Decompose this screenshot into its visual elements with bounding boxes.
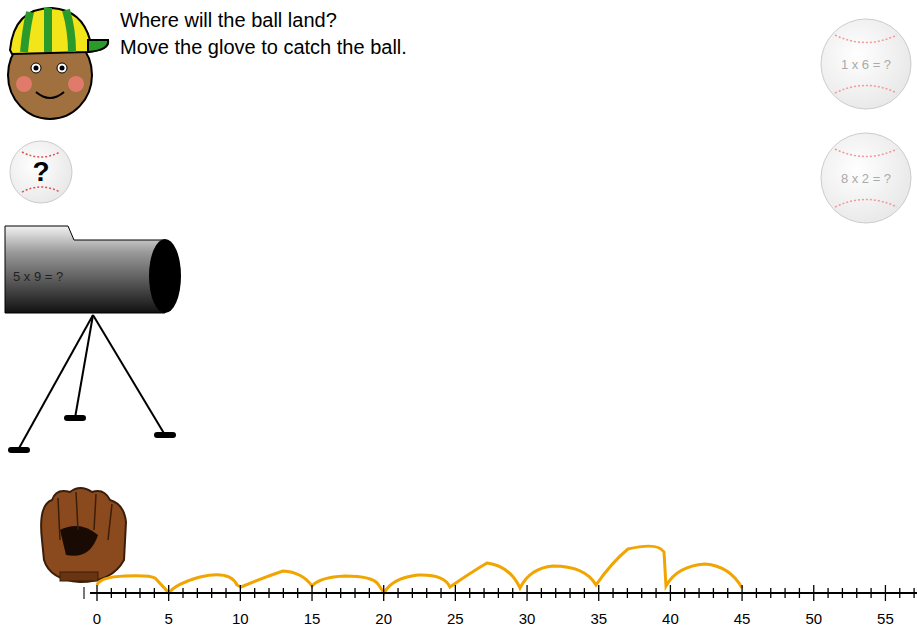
tick-mark [254, 588, 255, 598]
tick-mark [842, 588, 843, 598]
tick-mark [211, 588, 212, 598]
tick-mark [727, 588, 728, 598]
tick-mark [469, 588, 470, 598]
tick-mark [612, 588, 613, 598]
tick-mark [627, 588, 628, 598]
axis-number: 35 [590, 610, 607, 627]
axis-number: 50 [805, 610, 822, 627]
tick-mark [440, 588, 441, 598]
tick-mark [225, 588, 226, 598]
tick-mark [268, 588, 269, 598]
tick-mark [555, 588, 556, 598]
tick-mark [297, 588, 298, 598]
axis-number: 0 [93, 610, 101, 627]
tick-mark [741, 585, 742, 601]
axis-number: 20 [375, 610, 392, 627]
tick-mark [412, 588, 413, 598]
tick-mark [111, 588, 112, 598]
problem-text: 8 x 2 = ? [841, 171, 891, 186]
baseball-unknown: ? [10, 141, 72, 203]
baseball-problem: 1 x 6 = ? [821, 19, 911, 109]
cannon-problem: 5 x 9 = ? [5, 240, 165, 313]
tick-mark [698, 588, 699, 598]
baseball-problem: 8 x 2 = ? [821, 133, 911, 223]
tick-mark [670, 585, 671, 601]
tick-mark [856, 588, 857, 598]
instruction-title: Where will the ball land? [120, 9, 337, 32]
tick-mark [813, 585, 814, 601]
tick-mark [784, 588, 785, 598]
baseball-glove [41, 488, 126, 582]
axis-number: 25 [447, 610, 464, 627]
tick-mark [584, 588, 585, 598]
axis-number: 10 [232, 610, 249, 627]
tick-mark [713, 588, 714, 598]
tick-mark [96, 585, 97, 601]
tick-mark [569, 588, 570, 598]
tick-mark [182, 588, 183, 598]
axis-number: 45 [734, 610, 751, 627]
axis-number: 30 [519, 610, 536, 627]
tick-mark [526, 585, 527, 601]
tick-mark [125, 588, 126, 598]
tick-mark [684, 588, 685, 598]
tick-mark [756, 588, 757, 598]
tick-mark [885, 585, 886, 601]
tick-mark [455, 585, 456, 601]
tick-mark [483, 588, 484, 598]
tick-mark [240, 585, 241, 601]
tick-mark [498, 588, 499, 598]
tick-mark [870, 588, 871, 598]
tick-mark [168, 585, 169, 601]
boy-face [8, 8, 108, 119]
cannon [5, 226, 181, 453]
tick-mark [369, 588, 370, 598]
instruction-text: Move the glove to catch the ball. [120, 36, 407, 59]
tick-mark [197, 588, 198, 598]
jump-arcs [97, 546, 742, 593]
tick-mark [913, 588, 914, 598]
tick-mark [799, 588, 800, 598]
tick-mark [770, 588, 771, 598]
axis-number: 55 [877, 610, 894, 627]
tick-mark [899, 588, 900, 598]
tick-mark [641, 588, 642, 598]
tick-mark [426, 588, 427, 598]
tick-mark [827, 588, 828, 598]
problem-text: ? [32, 156, 49, 188]
tick-mark [598, 585, 599, 601]
tick-mark [326, 588, 327, 598]
tick-mark [311, 585, 312, 601]
tick-mark [383, 585, 384, 601]
axis-number: 40 [662, 610, 679, 627]
problem-text: 1 x 6 = ? [841, 57, 891, 72]
tick-mark [397, 588, 398, 598]
tick-mark [340, 588, 341, 598]
tick-mark [154, 588, 155, 598]
tick-mark [655, 588, 656, 598]
tick-mark [512, 588, 513, 598]
tick-mark [139, 588, 140, 598]
tick-mark [354, 588, 355, 598]
baseballs [10, 19, 911, 223]
number-line [84, 585, 917, 601]
tick-mark [541, 588, 542, 598]
tick-mark [283, 588, 284, 598]
axis-number: 5 [165, 610, 173, 627]
axis-number: 15 [304, 610, 321, 627]
problem-text: 5 x 9 = ? [13, 269, 63, 284]
